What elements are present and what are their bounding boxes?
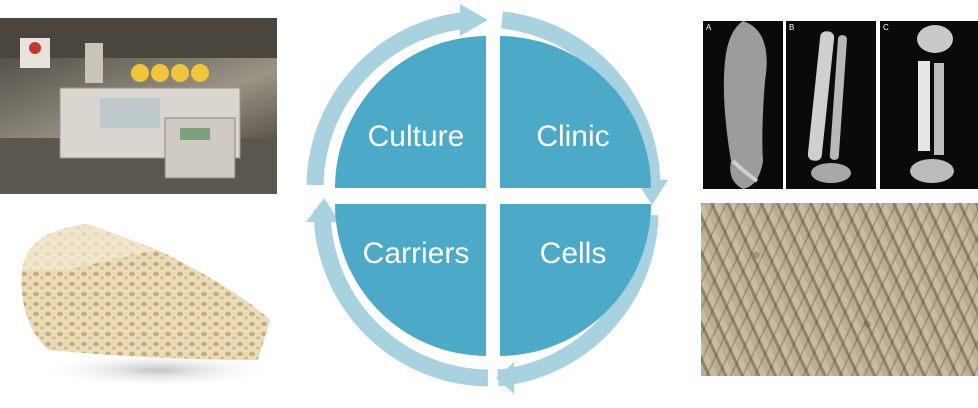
porous-scaffold-photo: [8, 210, 278, 390]
label-clinic: Clinic: [536, 120, 609, 153]
scaffold-illustration: [21, 224, 278, 388]
xray-panel-b: B: [786, 21, 876, 189]
xray-panel-a: A: [703, 21, 783, 189]
cycle-quadrants: [335, 36, 651, 356]
arrow-bottom-left: [313, 209, 489, 387]
quadrant-culture: [335, 36, 486, 188]
cycle-diagram: Culture Clinic Carriers Cells: [306, 4, 668, 394]
label-cells: Cells: [540, 237, 607, 270]
xray-panel-letter: B: [789, 23, 795, 32]
cycle-arrows: [306, 4, 668, 394]
xray-bone-illustration: [807, 31, 851, 183]
xray-panel-c: C: [880, 21, 978, 189]
label-culture: Culture: [368, 120, 465, 153]
quadrant-clinic: [500, 36, 651, 188]
quadrant-carriers: [335, 204, 486, 356]
cell-culture-photo: [701, 203, 978, 376]
bioreactor-photo: [0, 18, 277, 194]
arrow-head-bottom-right: [496, 362, 514, 394]
arrow-bottom-right: [497, 214, 659, 387]
xray-implant-illustration: [910, 25, 954, 183]
bioreactor-illustration: [0, 18, 277, 194]
arrow-head-top-left: [460, 4, 488, 36]
label-carriers: Carriers: [363, 237, 470, 270]
quadrant-cells: [500, 204, 651, 356]
xray-panel-letter: A: [706, 23, 712, 32]
arrow-top-right: [501, 11, 661, 186]
xray-panel-letter: C: [883, 23, 889, 32]
xray-leg-illustration: [723, 21, 767, 189]
xray-photo: A B C: [703, 21, 978, 189]
arrow-top-left: [306, 11, 471, 186]
arrow-head-bottom-left: [306, 198, 340, 222]
